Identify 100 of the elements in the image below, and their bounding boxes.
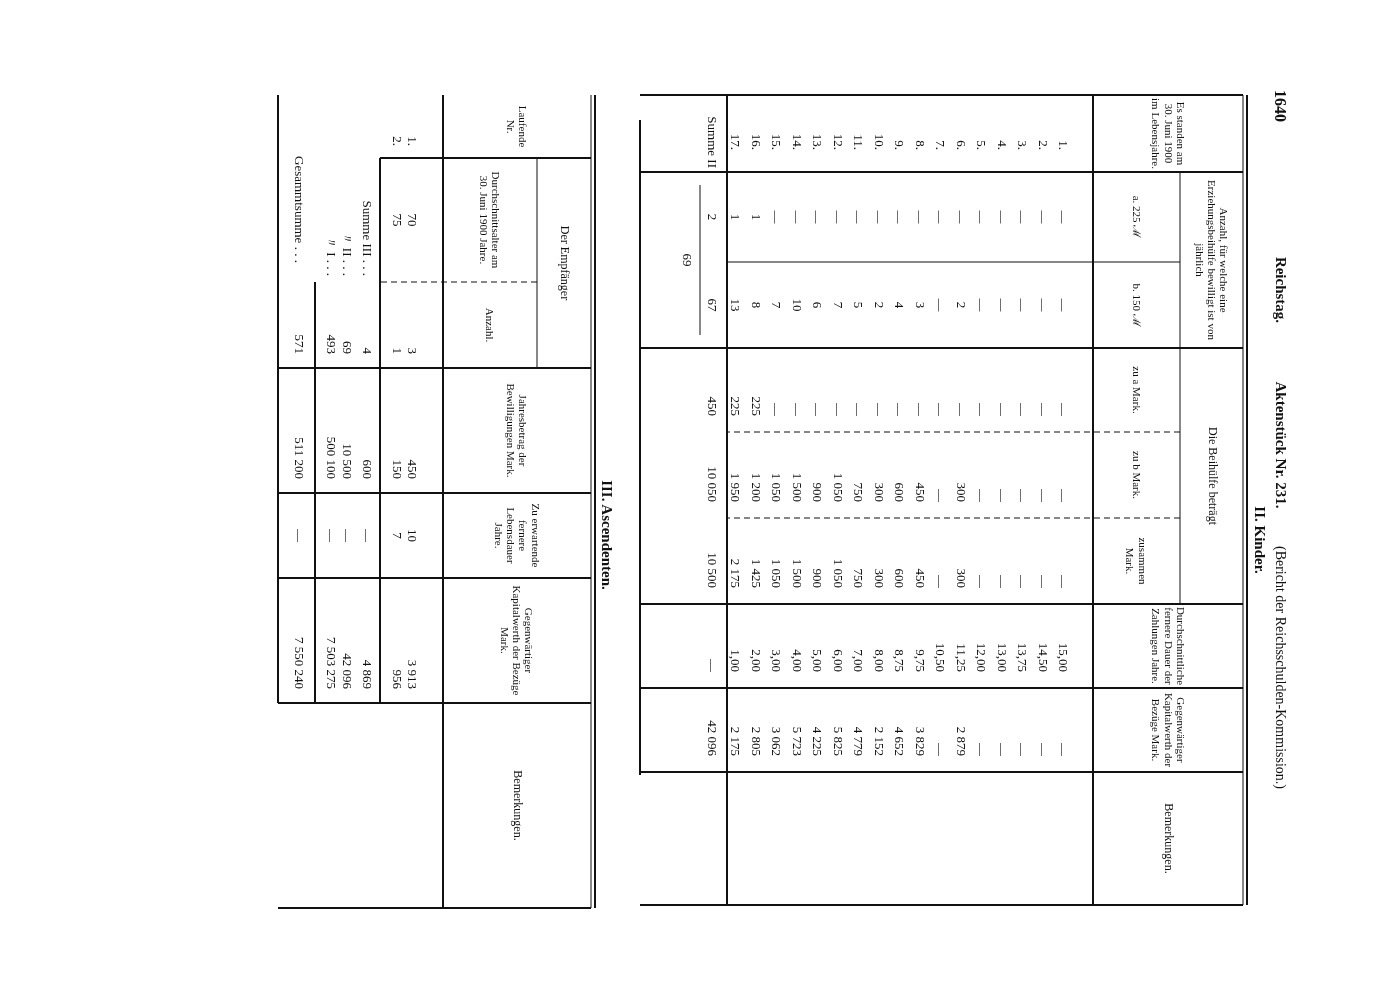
table-cell: 5 723 — [789, 726, 804, 756]
table-cell: 14,50 — [1035, 642, 1050, 672]
table-cell: 300 — [871, 482, 886, 502]
table-cell: 450 — [912, 482, 927, 502]
table-cell: 600 — [891, 568, 907, 588]
table-cell: 75 — [389, 213, 405, 227]
table-cell: 1 050 — [830, 558, 845, 588]
table-cell: 1 050 — [768, 558, 784, 588]
row-label: 6. — [953, 140, 968, 150]
table-cell: 3 062 — [768, 726, 784, 756]
table-cell: — — [768, 403, 784, 416]
table-cell: 1 500 — [789, 558, 804, 588]
table-cell: 7 — [830, 301, 845, 309]
table-cell: 1 050 — [830, 472, 845, 502]
table-cell: 1 425 — [748, 558, 763, 588]
table-cell: 4 869 — [359, 659, 375, 689]
column-header: a. 225 ℳ — [1130, 195, 1143, 239]
table-cell: — — [830, 403, 845, 416]
table-cell: 1 — [389, 347, 405, 354]
table-cell: 450 — [704, 396, 720, 416]
running-header: Aktenstück Nr. 231. — [1272, 381, 1289, 509]
table-cell: 6 — [809, 301, 825, 309]
column-header: zu b Mark. — [1130, 451, 1143, 499]
table-cell: 150 — [389, 459, 405, 479]
table-cell: — — [1035, 210, 1050, 224]
table-cell: 2 175 — [727, 558, 743, 588]
table-cell: — — [953, 210, 968, 224]
table-cell: 12,00 — [973, 642, 989, 672]
table-cell: — — [891, 403, 907, 416]
row-label: 13. — [809, 133, 825, 150]
row-label: 4. — [994, 140, 1009, 150]
table-cell: — — [1055, 210, 1071, 224]
table-cell: 7 550 240 — [291, 637, 307, 689]
table-cell: — — [1035, 489, 1050, 502]
table-cell: 1 — [748, 213, 763, 221]
table-cell: 2,00 — [748, 649, 763, 672]
running-header: (Bericht der Reichsschulden-Kommission.) — [1272, 546, 1289, 789]
table-cell: — — [1035, 743, 1050, 756]
table-cell: 6,00 — [830, 649, 845, 672]
table-cell: 5 — [850, 301, 866, 309]
table-cell: — — [994, 210, 1009, 224]
table-cell: — — [912, 210, 927, 224]
table-cell: 3 913 — [404, 659, 420, 689]
table-cell: — — [323, 529, 339, 542]
table-cell: 4 225 — [809, 726, 825, 756]
column-header: Laufende Nr. — [504, 104, 530, 150]
table-cell: 10 — [789, 298, 804, 312]
column-header: Es standen am 30. Juni 1900 im Lebensjahre. — [1150, 98, 1187, 169]
table-cell: — — [768, 210, 784, 224]
table-cell: 69 — [679, 253, 695, 267]
column-header: Jahresbetrag der Bewilligungen Mark. — [504, 382, 530, 480]
table-cell: 450 — [912, 568, 927, 588]
table-cell: 7,00 — [850, 649, 866, 672]
table-cell: — — [291, 529, 307, 542]
table-cell: — — [359, 529, 375, 542]
table-cell: — — [789, 403, 804, 416]
table-cell: 1 200 — [748, 472, 763, 502]
table-cell: 3,00 — [768, 649, 784, 672]
section-title: III. Ascendenten. — [598, 480, 616, 590]
table-cell: 900 — [809, 482, 825, 502]
table-cell: 10,50 — [932, 642, 948, 672]
page-number: 1640 — [1271, 90, 1290, 122]
table-cell: 3 — [404, 347, 420, 354]
table-cell: 2 805 — [748, 726, 763, 756]
column-header: Bemerkungen. — [1161, 803, 1176, 874]
table-cell: 7 — [389, 532, 405, 539]
table-cell: — — [850, 210, 866, 224]
table-cell: 1 950 — [727, 472, 743, 502]
row-label: 3. — [1014, 140, 1030, 150]
row-label: 16. — [748, 133, 763, 150]
table-cell: 13,00 — [994, 642, 1009, 672]
table-cell: 70 — [404, 213, 420, 227]
table-cell: — — [1035, 575, 1050, 588]
table-cell: — — [1035, 403, 1050, 416]
row-label: 15. — [768, 133, 784, 150]
table-cell: 7 — [768, 301, 784, 309]
table-cell: 750 — [850, 482, 866, 502]
row-label: 1. — [404, 136, 420, 146]
table-cell: — — [1055, 743, 1071, 756]
table-cell: 9,75 — [912, 649, 927, 672]
column-header: Anzahl, für welche eine Erziehungsbeihülfe bewilligt ist von jährlich — [1193, 179, 1231, 342]
table-cell: — — [1035, 298, 1050, 312]
table-cell: 600 — [891, 482, 907, 502]
table-cell: — — [891, 210, 907, 224]
row-label: 2. — [389, 136, 405, 146]
table-cell: — — [1014, 743, 1030, 756]
table-cell: — — [1014, 403, 1030, 416]
column-header: Bemerkungen. — [510, 770, 524, 841]
table-cell: 5 825 — [830, 726, 845, 756]
table-cell: 300 — [871, 568, 886, 588]
table-cell: 13,75 — [1014, 642, 1030, 672]
table-cell: — — [704, 659, 720, 672]
table-cell: 450 — [404, 459, 420, 479]
table-cell: 600 — [359, 459, 375, 479]
table-cell: — — [932, 489, 948, 502]
column-header: Die Beihülfe beträgt — [1205, 427, 1219, 525]
table-cell: 8,75 — [891, 649, 907, 672]
table-cell: 3 — [912, 301, 927, 309]
table-cell: — — [809, 210, 825, 224]
table-cell: — — [994, 575, 1009, 588]
